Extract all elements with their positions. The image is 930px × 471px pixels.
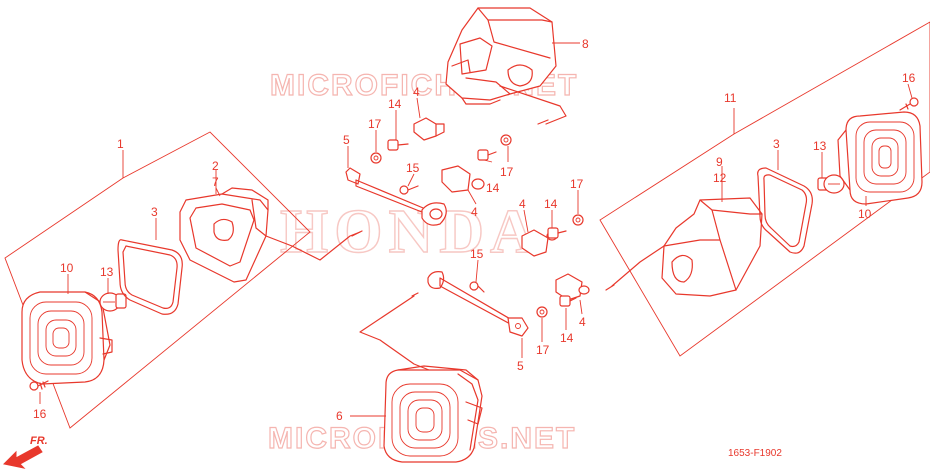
callout-12: 12 (713, 171, 727, 185)
callout-4-a: 4 (413, 85, 420, 99)
callout-10-left: 10 (60, 261, 74, 275)
lens-left (21, 291, 113, 385)
callout-3-right: 3 (773, 137, 780, 151)
top-assembly-group (445, 7, 567, 125)
callout-14-c: 14 (544, 197, 558, 211)
callout-8: 8 (582, 37, 589, 51)
stay-upper (345, 167, 447, 226)
screw-left (29, 380, 49, 391)
nut-d (536, 306, 548, 318)
callout-17-a: 17 (368, 117, 382, 131)
clamp-center (441, 165, 485, 193)
gasket-left (117, 239, 183, 315)
screw-15-lower (469, 281, 485, 293)
clamp-right-lower (555, 273, 590, 301)
callout-10-right: 10 (858, 207, 872, 221)
center-hardware-group (345, 117, 590, 337)
bolt-c (547, 227, 567, 239)
stay-lower (427, 271, 529, 337)
nut-a (370, 152, 382, 164)
bulb-left (99, 292, 127, 312)
callout-16-left: 16 (33, 407, 47, 421)
right-assembly-group (599, 21, 930, 357)
leader-lines (39, 42, 913, 417)
callout-6: 6 (336, 409, 343, 423)
callout-17-d: 17 (536, 343, 550, 357)
callout-17-b: 17 (500, 165, 514, 179)
callout-17-c: 17 (570, 177, 584, 191)
front-arrow-icon (2, 445, 43, 469)
left-assembly-group (4, 131, 363, 429)
callout-16-right: 16 (902, 71, 916, 85)
callout-13-right: 13 (813, 139, 827, 153)
watermark-center: HONDA (280, 198, 541, 266)
callout-4-b: 4 (471, 205, 478, 219)
bottom-assembly-group (359, 292, 483, 463)
callout-numbers: 1 2 7 3 10 13 16 8 14 4 17 5 15 17 14 4 … (33, 37, 916, 423)
clamp-top (413, 117, 445, 141)
callout-14-a: 14 (388, 97, 402, 111)
callout-11: 11 (724, 91, 737, 105)
callout-7: 7 (212, 175, 219, 189)
front-direction-marker: FR. (2, 435, 48, 469)
callout-15-lower: 15 (470, 247, 484, 261)
callout-14-b: 14 (486, 181, 500, 195)
callout-15-upper: 15 (406, 161, 420, 175)
callout-2: 2 (212, 159, 219, 173)
nut-c (572, 214, 584, 226)
callout-14-d: 14 (560, 331, 574, 345)
callout-5-upper: 5 (343, 133, 350, 147)
callout-5-lower: 5 (517, 359, 524, 373)
bolt-b (477, 149, 497, 161)
screw-15-upper (399, 185, 419, 195)
callout-9: 9 (716, 155, 723, 169)
bolt-a (387, 139, 409, 151)
housing-left (179, 187, 363, 283)
callout-13-left: 13 (100, 265, 114, 279)
nut-b (500, 134, 512, 146)
front-label: FR. (30, 435, 48, 447)
callout-4-d: 4 (579, 315, 586, 329)
callout-3-left: 3 (151, 205, 158, 219)
callout-4-c: 4 (519, 197, 526, 211)
callout-1: 1 (117, 137, 124, 151)
diagram-code: 1653-F1902 (728, 448, 782, 459)
bolt-d (559, 295, 577, 307)
